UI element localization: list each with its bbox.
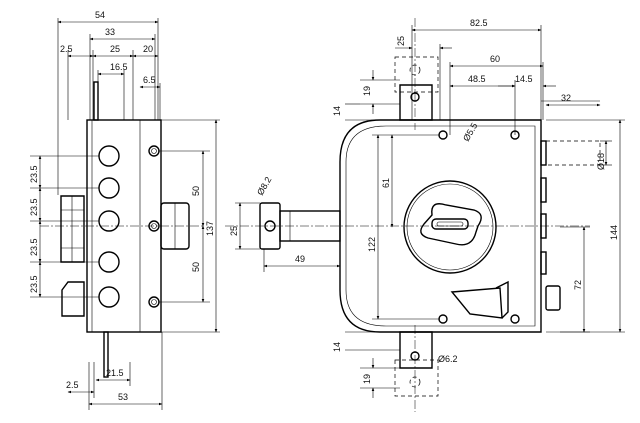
dim-21-5: 21.5 — [106, 368, 124, 378]
dim-122: 122 — [367, 237, 377, 252]
dim-14-top: 14 — [332, 106, 342, 116]
latch-bolt — [450, 287, 503, 319]
dim-25-top-right: 25 — [396, 36, 406, 46]
dim-33: 33 — [105, 27, 115, 37]
dim-14-5: 14.5 — [515, 74, 533, 84]
dim-23-5-c: 23.5 — [29, 238, 39, 256]
dim-50-b: 50 — [191, 262, 201, 272]
dim-23-5-d: 23.5 — [29, 275, 39, 293]
dim-32: 32 — [561, 93, 571, 103]
dim-20: 20 — [143, 44, 153, 54]
dim-53: 53 — [118, 392, 128, 402]
dim-50-a: 50 — [191, 186, 201, 196]
dim-23-5-b: 23.5 — [29, 198, 39, 216]
dim-72: 72 — [573, 280, 583, 290]
dim-2-5-bot: 2.5 — [66, 380, 79, 390]
dim-5-5: Ø5.5 — [461, 121, 479, 143]
dim-48-5: 48.5 — [468, 74, 486, 84]
dim-8-2: Ø8.2 — [255, 175, 273, 197]
lock-front-view: 82.5 25 60 48.5 14.5 19 14 Ø5.5 — [225, 18, 625, 412]
dim-19-bot: 19 — [362, 374, 372, 384]
dim-2-5-top: 2.5 — [60, 44, 73, 54]
dim-19-top: 19 — [362, 86, 372, 96]
dim-137: 137 — [205, 221, 215, 236]
dim-144: 144 — [609, 225, 619, 240]
dim-49: 49 — [295, 254, 305, 264]
dim-6-2: Ø6.2 — [438, 354, 458, 364]
dim-14-bot: 14 — [332, 342, 342, 352]
dim-6-5: 6.5 — [143, 75, 156, 85]
dim-60: 60 — [490, 54, 500, 64]
dim-25-left: 25 — [229, 226, 239, 236]
dim-23-5-a: 23.5 — [29, 165, 39, 183]
dim-18: Ø18 — [596, 153, 606, 170]
cylinder-rotor — [403, 180, 497, 274]
dim-54: 54 — [95, 10, 105, 20]
lock-side-view: 54 33 2.5 25 20 16.5 6.5 — [29, 10, 220, 410]
dim-82-5: 82.5 — [470, 18, 488, 28]
dim-25-top: 25 — [110, 44, 120, 54]
dim-16-5: 16.5 — [110, 62, 128, 72]
dim-61: 61 — [381, 178, 391, 188]
pin-stack — [98, 145, 120, 308]
side-bolts — [540, 140, 547, 275]
